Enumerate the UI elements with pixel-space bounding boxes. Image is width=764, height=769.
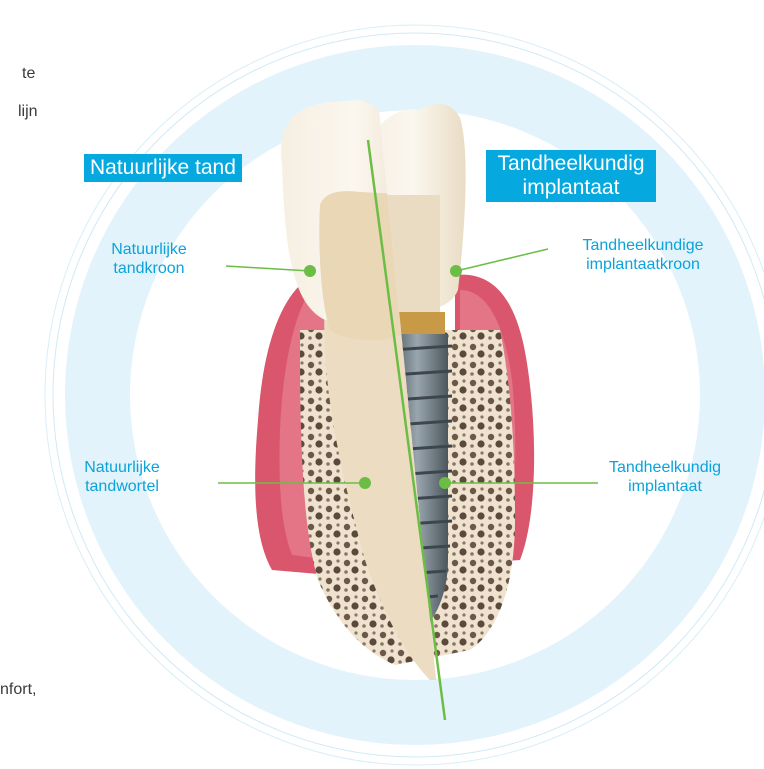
dot-implant-crown xyxy=(450,265,462,277)
label-dental-implant: Tandheelkundig implantaat xyxy=(590,458,740,496)
dot-natural-crown xyxy=(304,265,316,277)
label-natural-root: Natuurlijke tandwortel xyxy=(64,458,180,496)
label-implant-line-1: Tandheelkundig xyxy=(590,458,740,477)
label-natural-crown-line-1: Natuurlijke xyxy=(94,240,204,259)
heading-implant-line-1: Tandheelkundig xyxy=(486,152,656,176)
label-natural-crown: Natuurlijke tandkroon xyxy=(94,240,204,278)
heading-natural-tooth: Natuurlijke tand xyxy=(84,154,242,182)
dot-implant xyxy=(439,477,451,489)
label-natural-root-line-1: Natuurlijke xyxy=(64,458,180,477)
label-natural-root-line-2: tandwortel xyxy=(64,477,180,496)
label-implant-line-2: implantaat xyxy=(590,477,740,496)
label-natural-crown-line-2: tandkroon xyxy=(94,259,204,278)
heading-dental-implant: Tandheelkundig implantaat xyxy=(486,150,656,202)
heading-implant-line-2: implantaat xyxy=(486,176,656,200)
label-implant-crown-line-2: implantaatkroon xyxy=(558,255,728,274)
label-implant-crown-line-1: Tandheelkundige xyxy=(558,236,728,255)
dot-natural-root xyxy=(359,477,371,489)
label-implant-crown: Tandheelkundige implantaatkroon xyxy=(558,236,728,274)
